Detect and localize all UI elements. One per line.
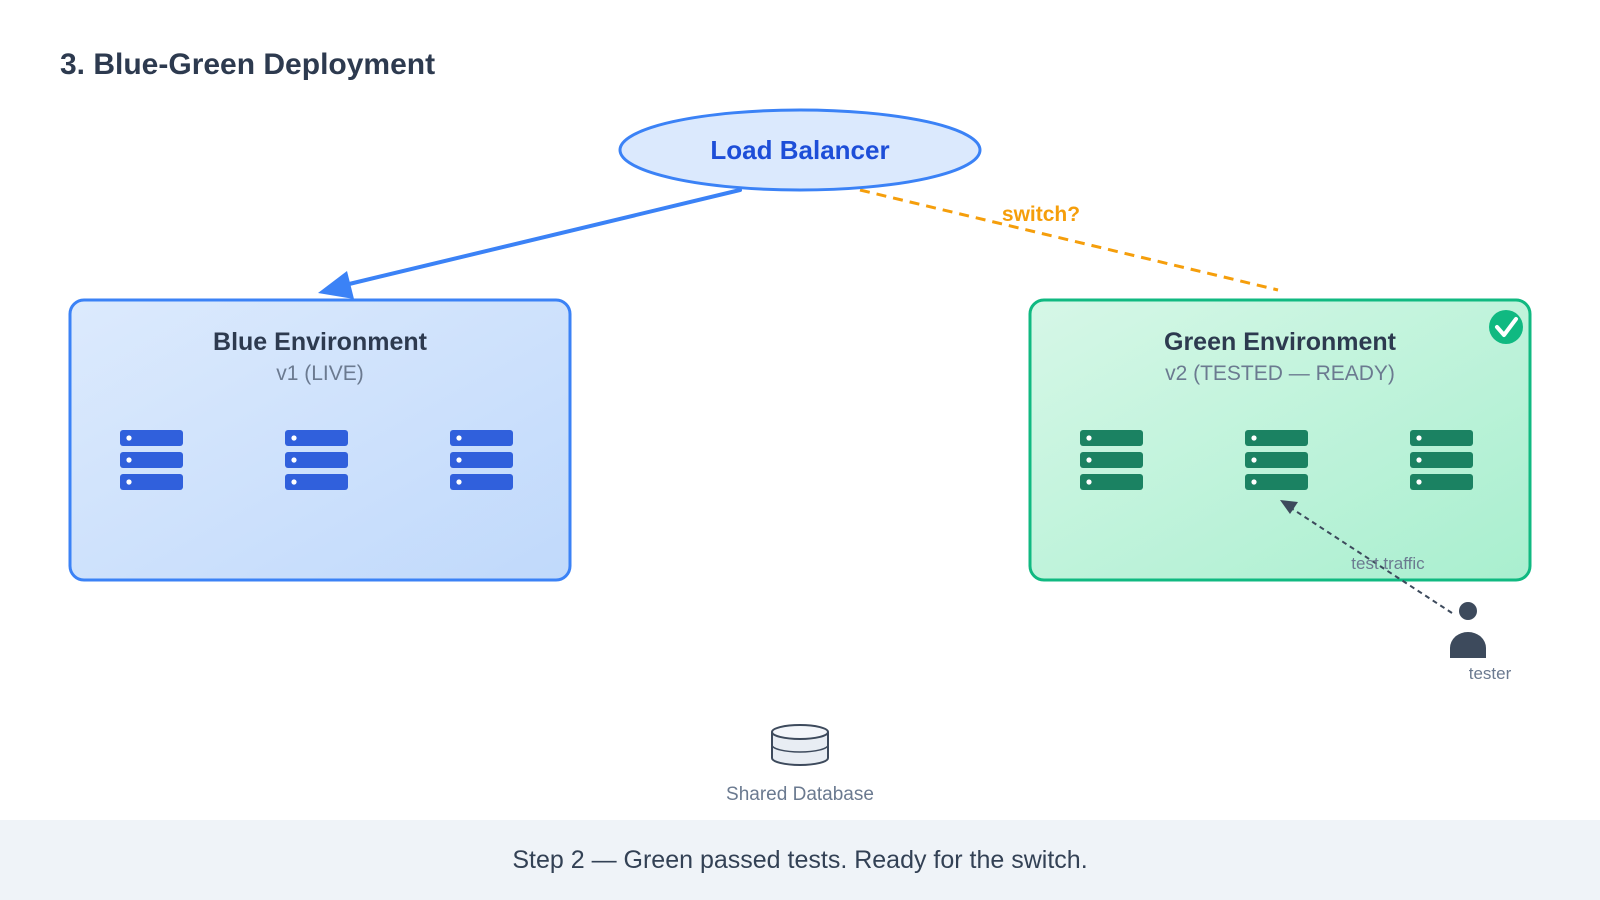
- check-badge-icon: [1489, 310, 1523, 344]
- blue-environment: Blue Environment v1 (LIVE): [68, 298, 572, 582]
- load-balancer: Load Balancer: [618, 108, 982, 192]
- tester-label: tester: [1469, 664, 1512, 683]
- blue-server-icon: [450, 430, 513, 490]
- green-environment: Green Environment v2 (TESTED — READY): [1028, 298, 1532, 582]
- green-env-subtitle: v2 (TESTED — READY): [1165, 362, 1395, 385]
- page-title: 3. Blue-Green Deployment: [60, 48, 436, 81]
- green-env-title: Green Environment: [1164, 328, 1397, 356]
- switch-dashed-line: [859, 188, 1279, 292]
- switch-label: switch?: [1002, 203, 1080, 226]
- step-caption: Step 2 — Green passed tests. Ready for t…: [512, 845, 1088, 874]
- database-icon: [771, 724, 829, 766]
- load-balancer-label: Load Balancer: [710, 135, 889, 165]
- test-traffic-arrow: [1280, 500, 1453, 614]
- blue-env-title: Blue Environment: [213, 328, 428, 356]
- green-server-icon: [1410, 430, 1473, 490]
- green-server-icon: [1245, 430, 1308, 490]
- live-traffic-arrow: [318, 188, 742, 299]
- database-label: Shared Database: [726, 784, 874, 805]
- caption-bar: Step 2 — Green passed tests. Ready for t…: [0, 820, 1600, 900]
- tester-person-icon: [1450, 602, 1486, 658]
- test-traffic-label: test traffic: [1351, 554, 1425, 573]
- blue-server-icon: [285, 430, 348, 490]
- blue-server-icon: [120, 430, 183, 490]
- blue-env-subtitle: v1 (LIVE): [276, 362, 364, 385]
- green-server-icon: [1080, 430, 1143, 490]
